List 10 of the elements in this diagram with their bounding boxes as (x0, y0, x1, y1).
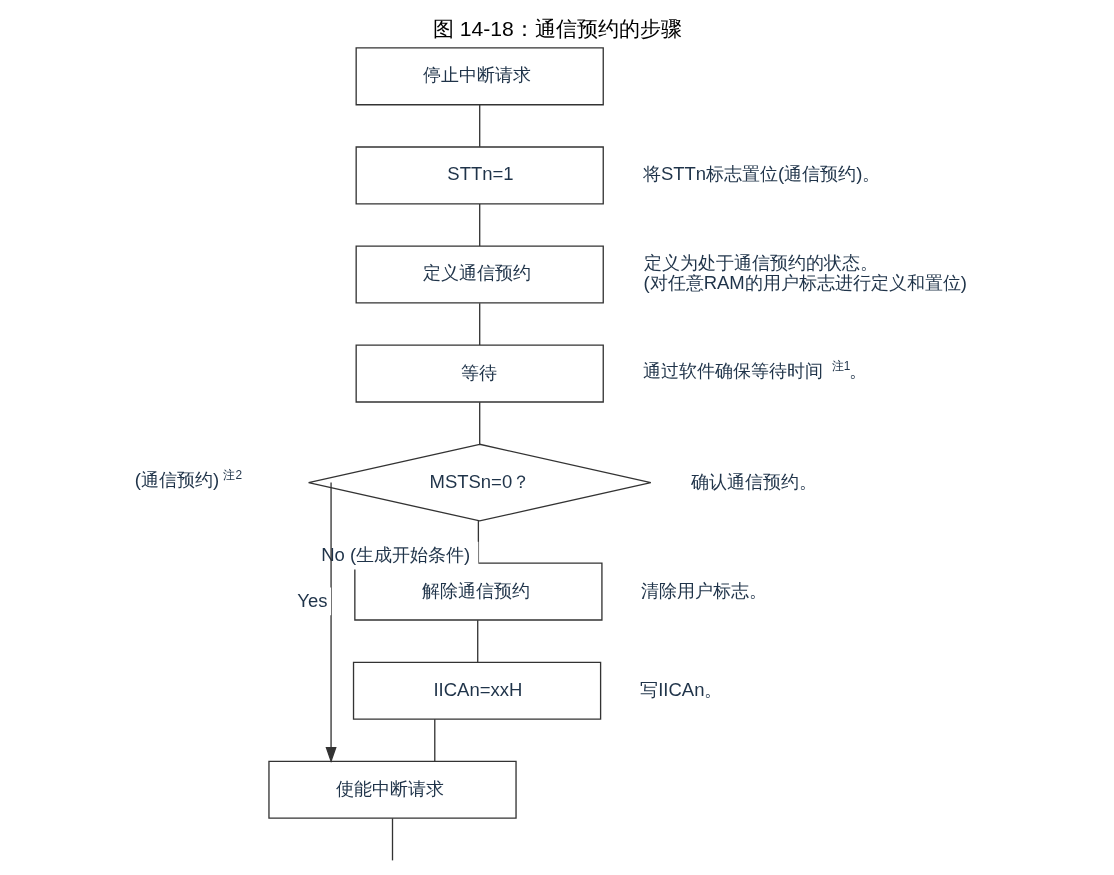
edge-label: Yes (297, 589, 328, 611)
label: (通信预约)$^{注2}$ (134, 468, 242, 491)
node-label: 通过软件确保等待时间$^{注1}$。 (642, 359, 867, 382)
node-label: (对任意RAM的用户标志进行定义和置位) (643, 272, 967, 294)
node-label: 将STTn标志置位(通信预约)。 (642, 163, 881, 185)
node-label: 清除用户标志。 (640, 579, 767, 601)
node-label: 确认通信预约。 (691, 470, 818, 492)
diagram-title: 图 14-18：通信预约的步骤 (432, 16, 682, 40)
node-label: 定义为处于通信预约的状态。 (643, 252, 878, 274)
node-label: 写IICAn。 (640, 678, 723, 700)
